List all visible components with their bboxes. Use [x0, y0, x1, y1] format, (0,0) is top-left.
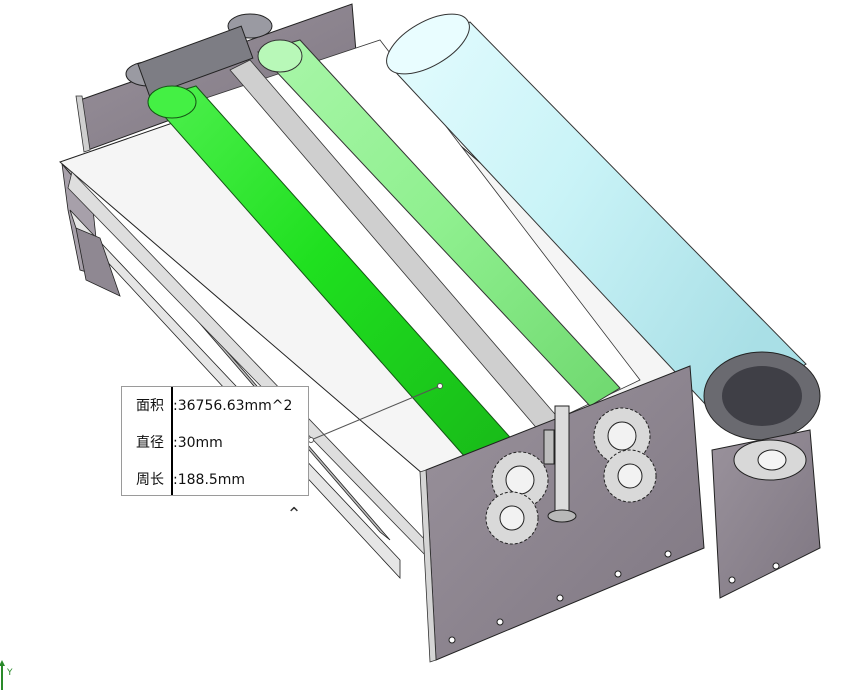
leader-target-point [437, 383, 443, 389]
measure-info-panel: 面积 :36756.63mm^2 直径 :30mm 周长 :188.5mm [121, 386, 309, 496]
diameter-label: 直径 [136, 435, 164, 451]
area-value: :36756.63mm^2 [173, 398, 293, 414]
panel-divider [171, 387, 173, 495]
perimeter-value: :188.5mm [173, 472, 246, 488]
triad-y-label: Y [7, 668, 13, 678]
bearing-bracket [711, 429, 821, 599]
leader-anchor-point [308, 437, 314, 443]
selected-green-roller[interactable] [147, 85, 523, 481]
area-label: 面积 [136, 398, 164, 414]
large-cyan-roller[interactable] [377, 2, 821, 441]
area-row: 面积 :36756.63mm^2 [136, 396, 292, 416]
diameter-row: 直径 :30mm [136, 433, 223, 453]
view-triad-icon [0, 660, 5, 690]
chevron-up-icon[interactable]: ⌃ [286, 504, 302, 525]
perimeter-label: 周长 [136, 472, 164, 488]
measure-leader-line [310, 385, 441, 441]
gear-set[interactable] [485, 405, 657, 545]
perimeter-row: 周长 :188.5mm [136, 470, 245, 490]
diameter-value: :30mm [173, 435, 223, 451]
light-green-roller[interactable] [257, 39, 621, 407]
